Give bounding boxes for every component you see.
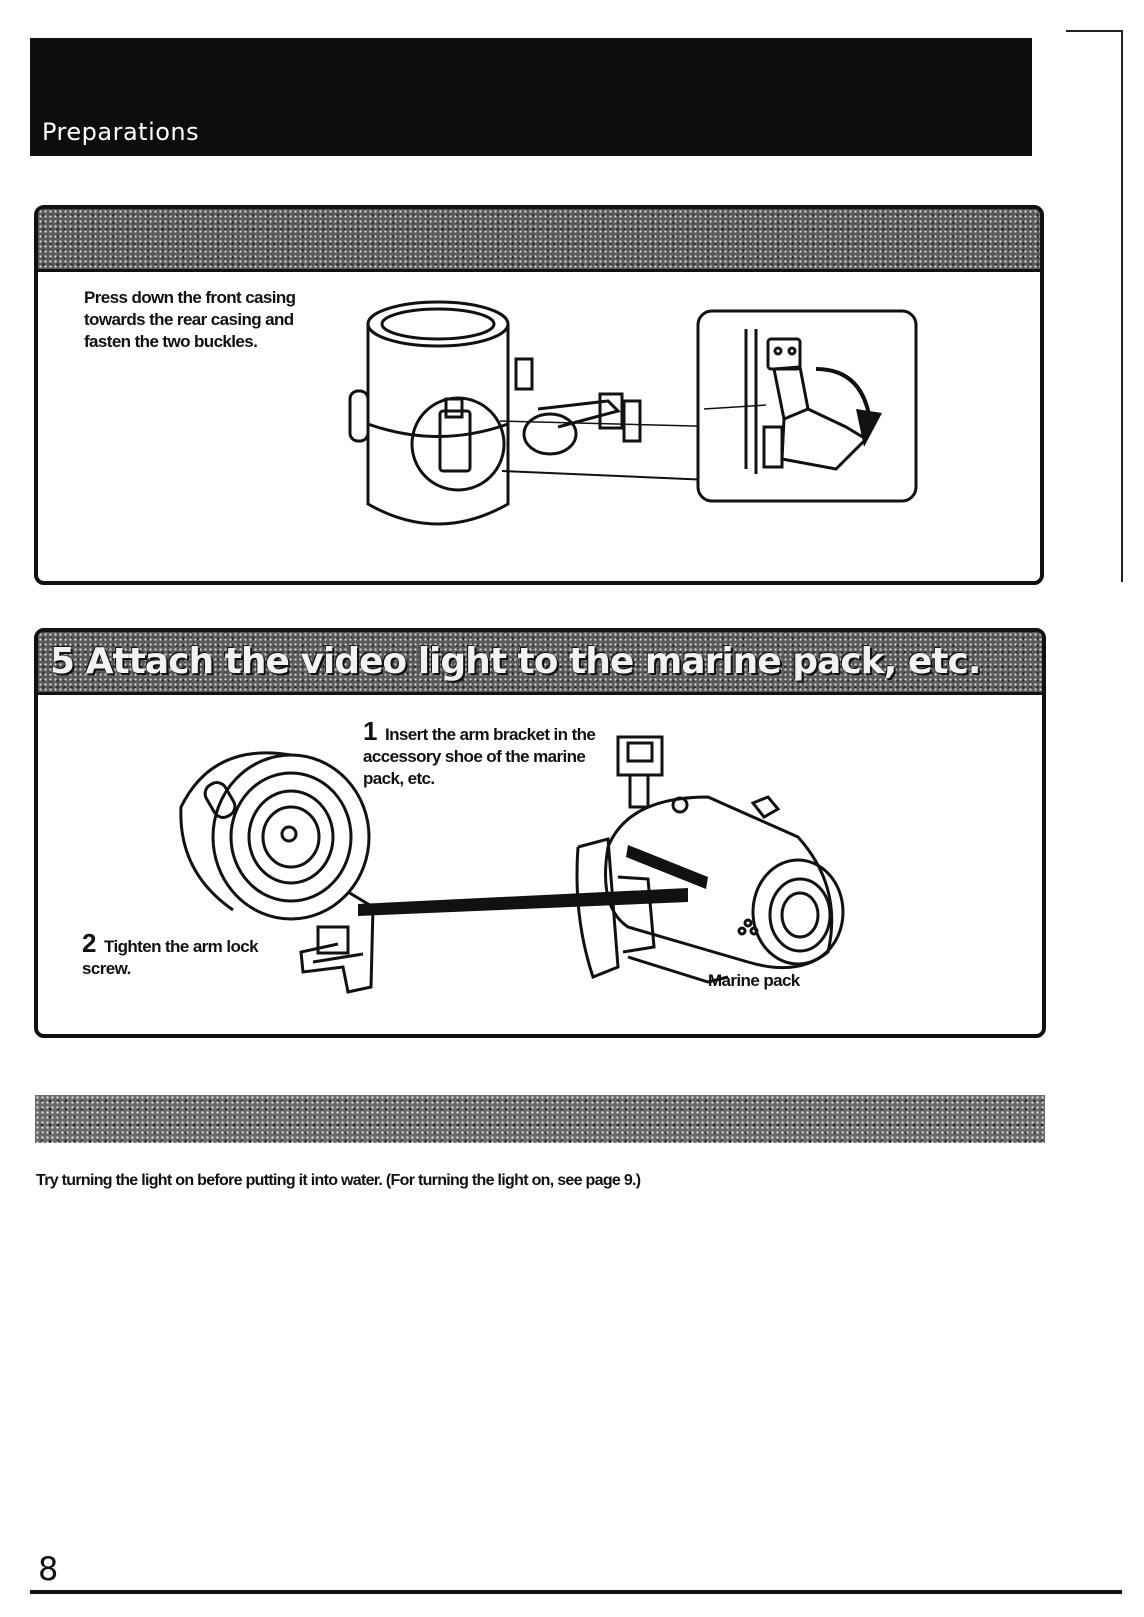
page-number: 8 bbox=[38, 1550, 59, 1588]
buckle-detail-inset bbox=[696, 309, 918, 503]
attach-direction-arrow bbox=[358, 888, 688, 916]
marine-pack-label: Marine pack bbox=[708, 971, 800, 990]
step-attach-light-heading-text: 5 Attach the video light to the marine p… bbox=[50, 641, 981, 682]
casing-illustration bbox=[348, 300, 734, 526]
step-attach-light-panel: 5 Attach the video light to the marine p… bbox=[34, 628, 1046, 1038]
right-margin-rule bbox=[1121, 30, 1123, 582]
step2-text: Tighten the arm lock screw. bbox=[82, 937, 259, 978]
step-close-casing-instruction: Press down the front casing towards the … bbox=[84, 288, 296, 351]
step1-instruction: 1 Insert the arm bracket in the accessor… bbox=[363, 718, 623, 790]
step-close-casing-panel: Press down the front casing towards the … bbox=[34, 205, 1044, 585]
check-light-heading-strip bbox=[35, 1095, 1045, 1143]
step2-instruction: 2 Tighten the arm lock screw. bbox=[82, 930, 282, 980]
top-corner-rule bbox=[1066, 30, 1122, 32]
video-light-illustration bbox=[179, 751, 375, 994]
marine-pack-illustration bbox=[575, 735, 845, 984]
step2-number: 2 bbox=[82, 928, 96, 958]
footer-rule bbox=[30, 1590, 1122, 1594]
step-attach-light-heading: 5 Attach the video light to the marine p… bbox=[38, 632, 1042, 695]
check-light-note: Try turning the light on before putting … bbox=[36, 1172, 641, 1189]
step-close-casing-heading bbox=[38, 209, 1040, 272]
section-header: Preparations bbox=[30, 38, 1032, 156]
step1-number: 1 bbox=[363, 716, 377, 746]
section-title: Preparations bbox=[42, 118, 200, 146]
step1-text: Insert the arm bracket in the accessory … bbox=[363, 725, 596, 788]
